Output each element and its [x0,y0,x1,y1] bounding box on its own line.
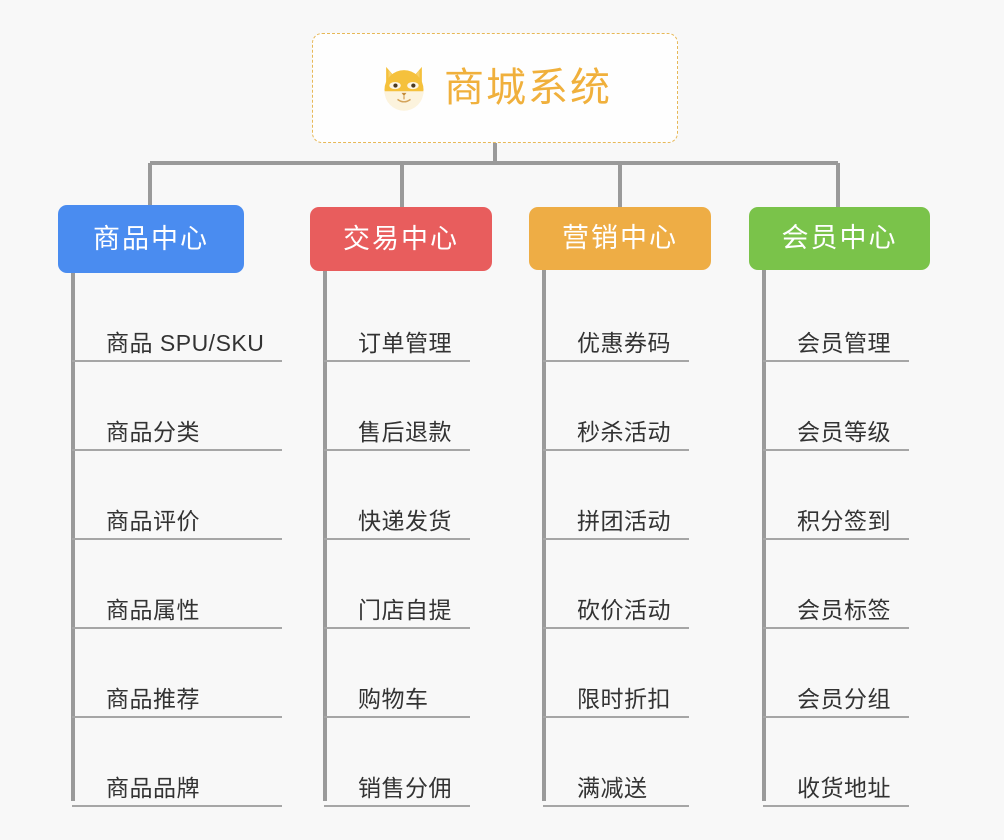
leaf-item[interactable]: 满减送 [543,718,689,807]
category-box-3[interactable]: 会员中心 [749,207,930,270]
leaf-item[interactable]: 砍价活动 [543,540,689,629]
leaf-label: 商品评价 [106,507,200,534]
leaf-label: 会员分组 [797,685,891,712]
category-box-1[interactable]: 交易中心 [310,207,492,271]
leaf-item[interactable]: 积分签到 [763,451,909,540]
leaf-item[interactable]: 商品品牌 [72,718,283,807]
shiba-dog-face-icon [384,66,424,111]
leaf-item[interactable]: 会员分组 [763,629,909,718]
leaf-label: 拼团活动 [577,507,671,534]
leaf-item[interactable]: 会员等级 [763,362,909,451]
root-title: 商城系统 [444,66,612,110]
leaf-label: 满减送 [577,774,648,801]
leaf-label: 秒杀活动 [577,418,671,445]
leaf-item[interactable]: 销售分佣 [324,718,470,807]
leaf-label: 快递发货 [358,507,452,534]
category-label-1: 交易中心 [343,223,459,254]
category-label-3: 会员中心 [781,223,898,253]
leaf-item[interactable]: 优惠券码 [543,273,689,362]
leaf-item[interactable]: 购物车 [324,629,470,718]
leaf-label: 收货地址 [797,774,891,801]
leaf-item[interactable]: 会员标签 [763,540,909,629]
leaf-item[interactable]: 售后退款 [324,362,470,451]
leaf-column-3: 会员管理 会员等级 积分签到 会员标签 会员分组 收货地址 [763,273,909,807]
leaf-label: 购物车 [358,685,429,712]
leaf-label: 会员等级 [797,418,891,445]
category-label-2: 营销中心 [562,223,678,253]
leaf-item[interactable]: 商品评价 [72,451,283,540]
leaf-item[interactable]: 商品 SPU/SKU [72,273,283,362]
leaf-label: 门店自提 [358,596,452,623]
leaf-item[interactable]: 限时折扣 [543,629,689,718]
category-label-0: 商品中心 [93,223,209,254]
leaf-label: 商品 SPU/SKU [106,329,265,356]
leaf-label: 销售分佣 [358,774,452,801]
leaf-label: 售后退款 [358,418,452,445]
leaf-label: 优惠券码 [577,329,671,356]
leaf-label: 订单管理 [358,329,452,356]
leaf-label: 商品品牌 [106,774,200,801]
leaf-item[interactable]: 商品属性 [72,540,283,629]
leaf-item[interactable]: 快递发货 [324,451,470,540]
leaf-item[interactable]: 秒杀活动 [543,362,689,451]
category-box-2[interactable]: 营销中心 [529,207,711,270]
leaf-label: 限时折扣 [577,685,671,712]
leaf-item[interactable]: 商品分类 [72,362,283,451]
leaf-item[interactable]: 会员管理 [763,273,909,362]
leaf-label: 砍价活动 [577,596,671,623]
leaf-label: 会员管理 [797,329,891,356]
leaf-label: 商品分类 [106,418,200,445]
leaf-item[interactable]: 商品推荐 [72,629,283,718]
leaf-label: 商品推荐 [106,685,200,712]
leaf-column-2: 优惠券码 秒杀活动 拼团活动 砍价活动 限时折扣 满减送 [543,273,689,807]
leaf-label: 商品属性 [106,596,200,623]
leaf-label: 会员标签 [797,596,891,623]
root-node[interactable]: 商城系统 [312,33,678,143]
leaf-item[interactable]: 收货地址 [763,718,909,807]
leaf-item[interactable]: 拼团活动 [543,451,689,540]
leaf-item[interactable]: 门店自提 [324,540,470,629]
leaf-label: 积分签到 [797,507,891,534]
leaf-column-1: 订单管理 售后退款 快递发货 门店自提 购物车 销售分佣 [324,273,470,807]
leaf-item[interactable]: 订单管理 [324,273,470,362]
category-box-0[interactable]: 商品中心 [58,205,244,273]
leaf-column-0: 商品 SPU/SKU 商品分类 商品评价 商品属性 商品推荐 商品品牌 [72,273,283,807]
